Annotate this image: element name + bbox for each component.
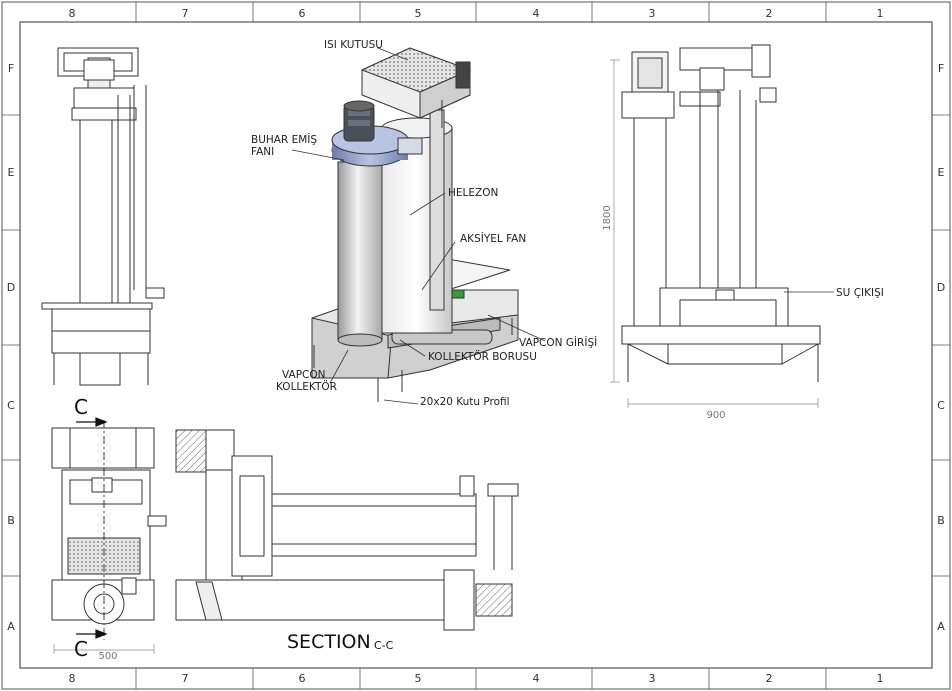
zone-col-label: 8 (69, 672, 76, 685)
section-view (175, 429, 519, 631)
top-view (51, 427, 167, 625)
leader-lines (291, 47, 834, 405)
label-su-cikisi: SU ÇIKIŞI (836, 287, 884, 299)
label-kutu-profil: 20x20 Kutu Profil (420, 396, 510, 408)
zone-row-label: F (8, 62, 14, 75)
zone-labels-bottom: 8 7 6 5 4 3 2 1 (69, 672, 884, 685)
zone-col-label: 4 (533, 672, 540, 685)
section-cut-line (76, 417, 108, 640)
zone-col-label: 8 (69, 7, 76, 20)
dimension-lines (53, 59, 819, 654)
zone-row-label: B (937, 514, 945, 527)
zone-row-label: A (7, 620, 15, 633)
zone-col-label: 6 (299, 672, 306, 685)
label-kollektor-borusu: KOLLEKTÖR BORUSU (428, 350, 537, 363)
dimension-height: 1800 (602, 205, 613, 230)
side-view (41, 47, 165, 386)
front-view (621, 44, 821, 382)
label-vapcon-girisi: VAPCON GİRİŞİ (519, 336, 597, 349)
isometric-view (311, 47, 519, 402)
label-helezon: HELEZON (448, 187, 498, 199)
zone-col-label: 1 (877, 7, 884, 20)
zone-col-label: 5 (415, 7, 422, 20)
zone-row-label: C (937, 399, 945, 412)
zone-col-label: 7 (182, 672, 189, 685)
dimension-width: 900 (706, 410, 725, 421)
label-vapcon: VAPCON (282, 369, 325, 381)
zone-col-label: 7 (182, 7, 189, 20)
zone-col-label: 1 (877, 672, 884, 685)
zone-row-label: E (8, 166, 15, 179)
zone-labels-top: 8 7 6 5 4 3 2 1 (69, 7, 884, 20)
label-isi-kutusu: ISI KUTUSU (324, 39, 383, 51)
zone-col-label: 4 (533, 7, 540, 20)
zone-col-label: 5 (415, 672, 422, 685)
zone-col-label: 3 (649, 7, 656, 20)
zone-row-label: C (7, 399, 15, 412)
zone-row-label: D (7, 281, 15, 294)
zone-col-label: 2 (766, 7, 773, 20)
label-buhar-emis-fani: FANI (251, 146, 274, 158)
zone-row-label: E (938, 166, 945, 179)
zone-row-label: D (937, 281, 945, 294)
zone-col-label: 2 (766, 672, 773, 685)
zone-col-label: 6 (299, 7, 306, 20)
zone-row-label: F (938, 62, 944, 75)
label-aksiyel-fan: AKSİYEL FAN (460, 232, 526, 245)
section-title-suffix: C-C (374, 639, 394, 652)
section-cut-letter-top: C (74, 395, 88, 419)
zone-labels-right: F E D C B A (937, 62, 945, 633)
zone-row-label: A (937, 620, 945, 633)
dimension-depth: 500 (98, 651, 117, 662)
label-buhar-emis: BUHAR EMİŞ (251, 133, 317, 146)
label-kollektor: KOLLEKTÖR (276, 380, 337, 393)
zone-col-label: 3 (649, 672, 656, 685)
section-cut-letter-bottom: C (74, 637, 88, 661)
zone-labels-left: F E D C B A (7, 62, 15, 633)
zone-row-label: B (7, 514, 15, 527)
section-title: SECTION (287, 631, 371, 653)
